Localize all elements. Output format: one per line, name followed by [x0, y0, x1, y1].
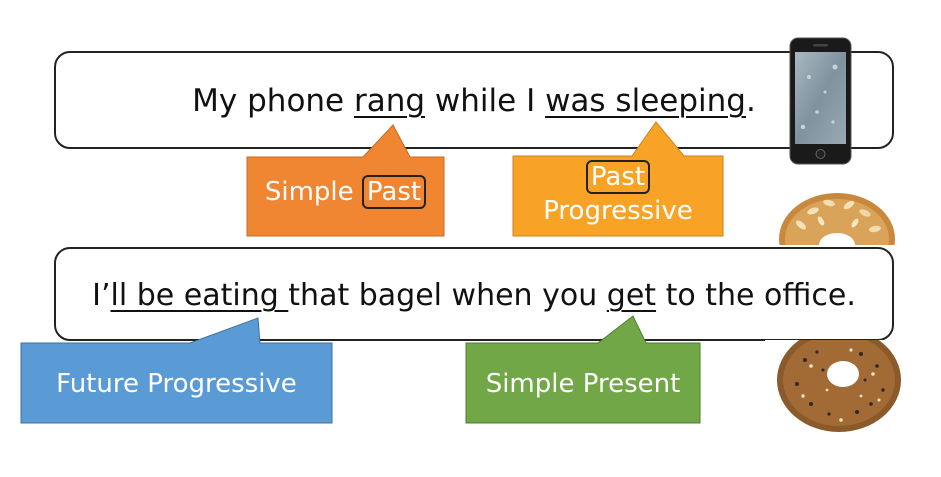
underlined-verb-was-sleeping: was sleeping [545, 83, 746, 119]
sentence-past: My phone rang while I was sleeping. [56, 83, 892, 119]
simple-present-label: Simple Present [485, 369, 681, 399]
bagel-image-bottom [765, 340, 912, 435]
sentence-part: . [745, 83, 756, 119]
sentence-part: My phone [192, 83, 354, 119]
sentence-part: that bagel when you [288, 278, 607, 313]
underlined-verb-get: get [606, 278, 657, 313]
sentence-part: I’ [92, 278, 111, 313]
simple-present-callout-bg [465, 315, 701, 424]
bagel-icon [779, 193, 895, 245]
simple-past-boxed-word: Past [361, 175, 427, 209]
sentence-future: I’ll be eating that bagel when you get t… [56, 278, 892, 313]
past-progressive-callout-bg [512, 121, 724, 237]
underlined-verb-rang: rang [353, 83, 426, 119]
sentence-part: to the office. [656, 278, 856, 313]
simple-past-prefix: Simple [264, 177, 362, 207]
sentence-box-future: I’ll be eating that bagel when you get t… [54, 247, 894, 341]
sentence-box-past: My phone rang while I was sleeping. [54, 51, 894, 149]
sentence-part: while I [425, 83, 546, 119]
bagel-icon [777, 340, 901, 432]
smartphone-icon [789, 37, 852, 165]
past-progressive-boxed-word: Past [585, 160, 651, 194]
past-progressive-line2: Progressive [543, 196, 693, 226]
simple-past-label: Simple Past [247, 172, 444, 212]
bagel-image-top [765, 181, 912, 245]
future-progressive-callout-bg [20, 317, 333, 424]
future-progressive-label: Future Progressive [56, 369, 297, 399]
underlined-verb-will-be-eating: ll be eating [110, 278, 289, 313]
past-progressive-label: Past Progressive [513, 160, 723, 228]
simple-past-callout-bg [246, 124, 445, 237]
